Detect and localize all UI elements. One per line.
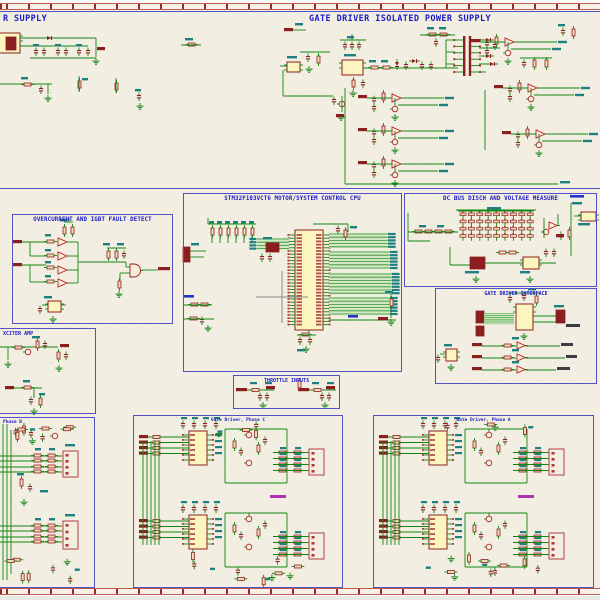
left-psu-title[interactable]: R SUPPLY <box>3 14 48 24</box>
block-gate-driver-phase-a[interactable]: Gate Driver, Phase A <box>373 415 594 588</box>
throttle-title[interactable]: THROTTLE INPUTS <box>263 378 310 384</box>
exciter-title[interactable]: XCITER AMP <box>3 331 34 337</box>
block-power-supplies[interactable]: R SUPPLY GATE DRIVER ISOLATED POWER SUPP… <box>0 11 600 189</box>
cpu-title[interactable]: STM32F103VCT6 MOTOR/SYSTEM CONTROL CPU <box>224 196 361 202</box>
block-gate-driver-phase-c[interactable]: Gate Driver, Phase C <box>133 415 343 588</box>
phase-a-title[interactable]: Gate Driver, Phase A <box>456 418 511 423</box>
gate-psu-title[interactable]: GATE DRIVER ISOLATED POWER SUPPLY <box>309 14 492 24</box>
top-ruler <box>0 3 600 10</box>
block-cpu[interactable]: STM32F103VCT6 MOTOR/SYSTEM CONTROL CPU <box>183 193 402 372</box>
dcbus-title[interactable]: DC BUS DISCH AND VOLTAGE MEASURE <box>443 196 558 202</box>
block-exciter-amp[interactable]: XCITER AMP <box>0 328 96 414</box>
canvas-margin-bottom <box>0 595 600 600</box>
phase-b-title[interactable]: Phase B <box>3 420 22 425</box>
overcurrent-title[interactable]: OVERCURRENT AND IGBT FAULT DETECT <box>33 217 152 223</box>
block-dc-bus-measure[interactable]: DC BUS DISCH AND VOLTAGE MEASURE <box>404 193 597 287</box>
block-throttle-inputs[interactable]: THROTTLE INPUTS <box>233 375 340 409</box>
bottom-ruler <box>0 588 600 595</box>
block-gate-driver-phase-b[interactable]: Phase B <box>0 417 95 588</box>
phase-c-title[interactable]: Gate Driver, Phase C <box>210 418 266 423</box>
block-overcurrent-detect[interactable]: OVERCURRENT AND IGBT FAULT DETECT <box>12 214 173 324</box>
gdi-title[interactable]: GATE DRIVER INTERFACE <box>484 291 548 297</box>
block-gate-driver-interface[interactable]: GATE DRIVER INTERFACE <box>435 288 597 384</box>
canvas-margin-top <box>0 0 600 3</box>
